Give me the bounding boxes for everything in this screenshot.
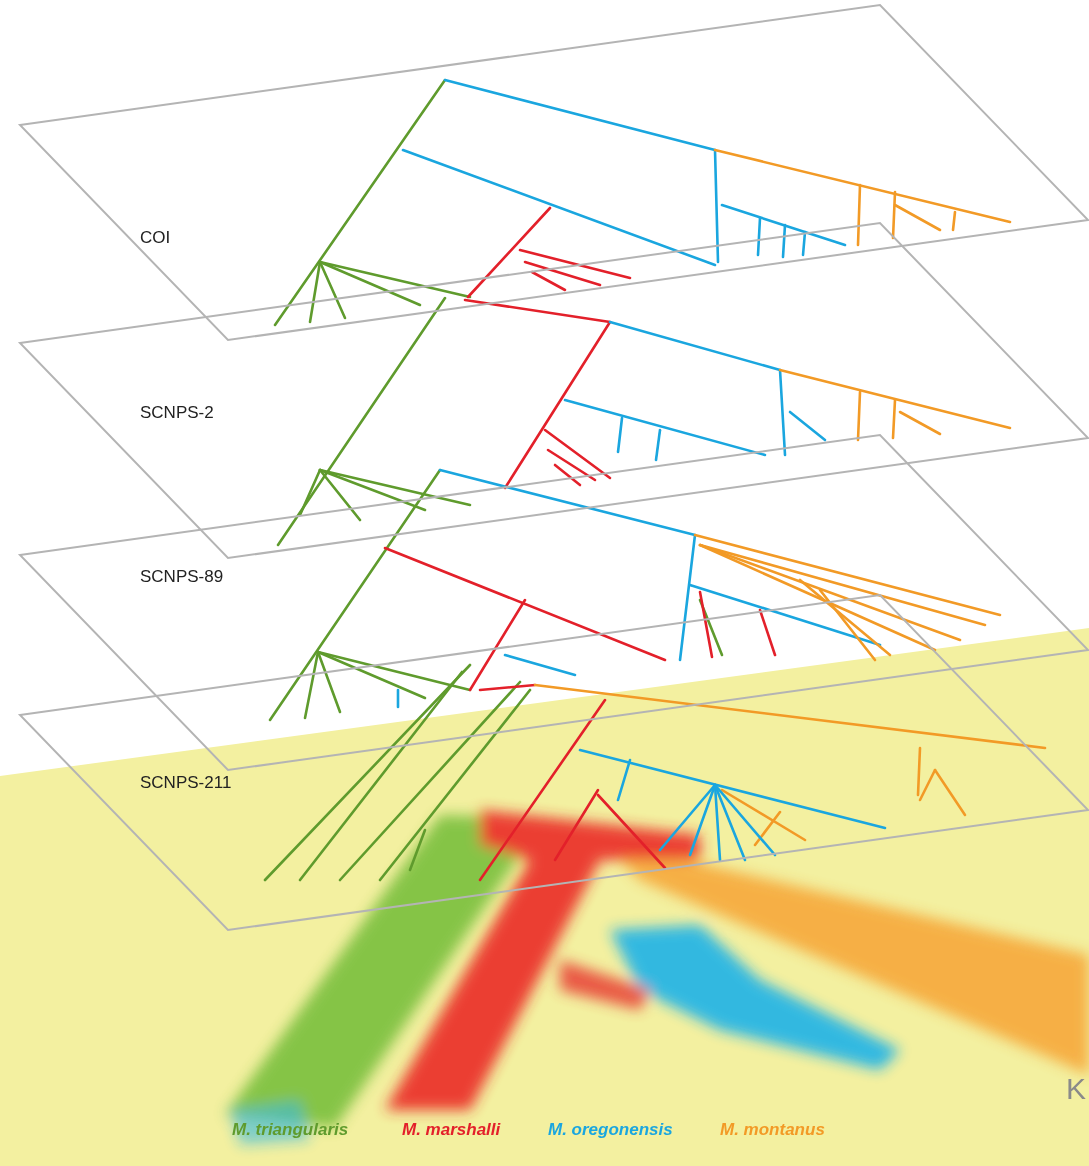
plane-label: COI xyxy=(140,228,170,248)
species-legend: M. oregonensis xyxy=(548,1120,673,1140)
plane-outline xyxy=(20,5,1088,340)
species-legend: M. marshalli xyxy=(402,1120,500,1140)
plane-label: SCNPS-89 xyxy=(140,567,223,587)
plane-label: SCNPS-211 xyxy=(140,773,231,793)
tree-plane: SCNPS-89 xyxy=(20,435,1088,770)
plane-label: SCNPS-2 xyxy=(140,403,214,423)
plane-outline xyxy=(20,595,1088,930)
species-legend: M. montanus xyxy=(720,1120,825,1140)
plane-outline xyxy=(20,223,1088,558)
species-legend: M. triangularis xyxy=(232,1120,348,1140)
tree-plane: COI xyxy=(20,5,1088,340)
tree-plane: SCNPS-2 xyxy=(20,223,1088,558)
tree-plane: SCNPS-211 xyxy=(20,595,1088,930)
ground xyxy=(0,628,1089,1166)
plane-outline xyxy=(20,435,1088,770)
gene-trees xyxy=(265,80,1045,880)
corner-label: K xyxy=(1066,1072,1086,1106)
